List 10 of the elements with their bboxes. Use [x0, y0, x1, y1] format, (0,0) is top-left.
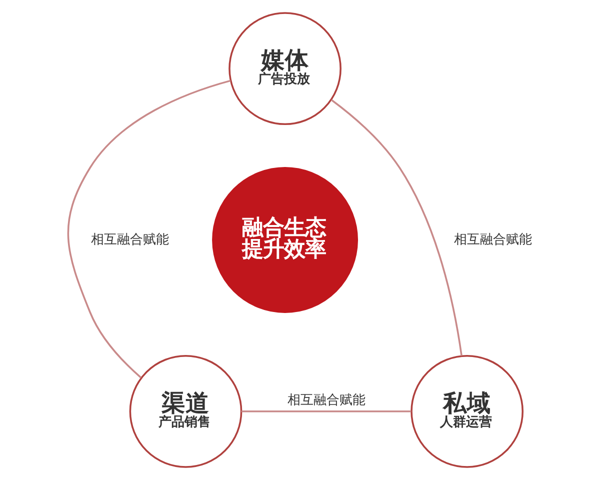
connector [330, 99, 462, 356]
edge-label: 相互融合赋能 [90, 232, 169, 248]
node-circle: 媒体 广告投放 [228, 12, 341, 126]
node-circle: 私域 人群运营 [410, 354, 524, 468]
node-circle: 渠道 产品销售 [128, 354, 242, 468]
connector [66, 80, 230, 378]
connector [240, 410, 411, 412]
node-circle: 融合生态提升效率 [212, 167, 358, 313]
edge-label: 相互融合赋能 [286, 393, 365, 408]
edge-label: 相互融合赋能 [454, 232, 532, 248]
